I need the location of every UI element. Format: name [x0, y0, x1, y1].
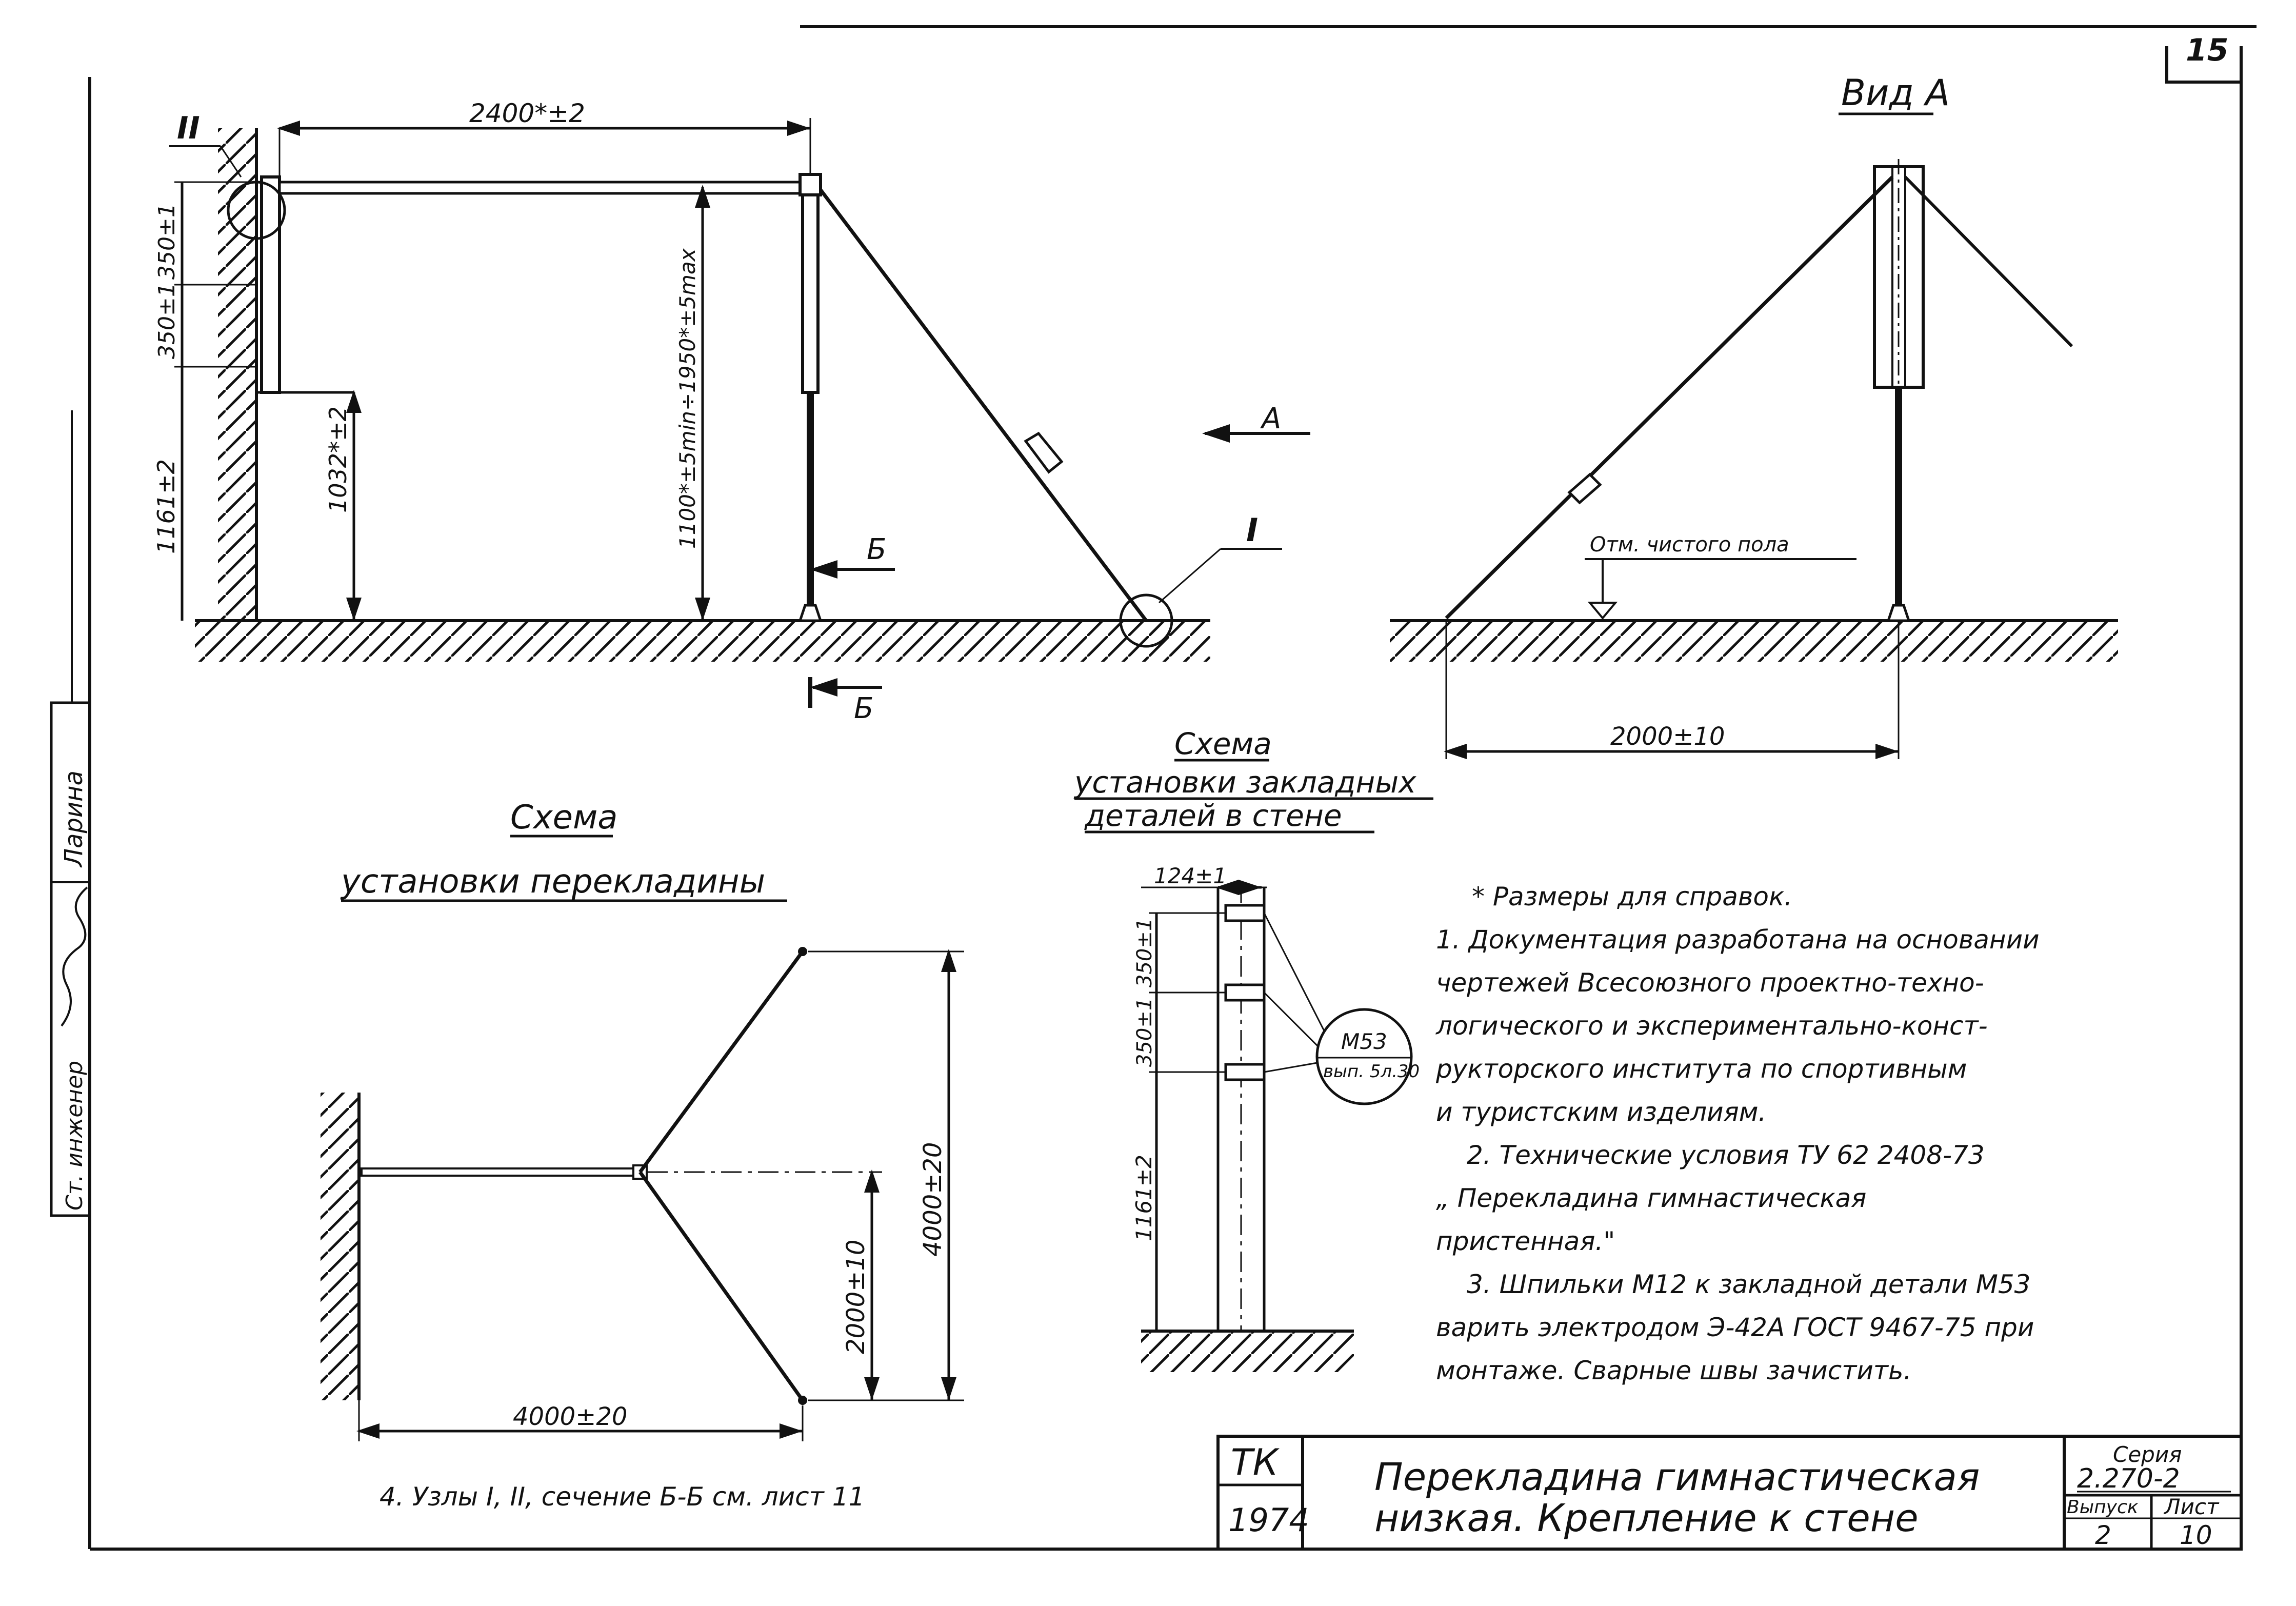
note-line: монтаже. Сварные швы зачистить. [1436, 1356, 1911, 1385]
note-line: „ Перекладина гимнастическая [1436, 1183, 1866, 1213]
view-a-post-base [1886, 604, 1911, 622]
embed-dim-lower: 1161±2 [1131, 1155, 1156, 1241]
view-a-right-cable [1904, 175, 2073, 348]
main-elevation-view: 2400*±2 350±1 350±1 1161±2 1032*±2 1100*… [152, 98, 1310, 725]
note-line: и туристским изделиям. [1436, 1097, 1766, 1127]
embed-callout-top: М53 [1341, 1029, 1387, 1054]
view-a-floor-hatch [1390, 621, 2118, 662]
stamp-position: Ст. инженер [62, 1061, 88, 1211]
dim-bar: 1032*±2 [324, 406, 352, 513]
section-label-bottom: Б [854, 692, 873, 725]
embed-plate-1 [1224, 904, 1266, 922]
floor-hatch [195, 621, 1210, 662]
stamp-name: Ларина [59, 770, 88, 868]
note-line: 1. Документация разработана на основании [1436, 925, 2040, 955]
sheet-frame [88, 25, 2257, 1551]
dim-top: 2400*±2 [469, 98, 585, 128]
note-line: логического и экспериментально-конст- [1435, 1011, 1988, 1041]
view-a-dim-bottom: 2000±10 [1610, 722, 1725, 751]
sheet-label: Лист [2163, 1494, 2220, 1519]
note-line: пристенная." [1436, 1226, 1615, 1256]
plan-brace-top [638, 950, 804, 1174]
embed-scheme: Схема установки закладных деталей в стен… [1073, 726, 1433, 1372]
dim-upper-2: 350±1 [154, 283, 180, 359]
post-upper [801, 181, 820, 394]
note-line: * Размеры для справок. [1472, 882, 1792, 911]
embed-floor-hatch [1141, 1331, 1354, 1372]
node-label-2: II [177, 110, 200, 146]
plan-dim-width: 4000±20 [919, 1142, 947, 1257]
note-line: 2. Технические условия ТУ 62 2408-73 [1467, 1140, 1985, 1170]
embed-dim-upper-2: 350±1 [1133, 998, 1156, 1067]
notes-block: * Размеры для справок. 1. Документация ра… [1435, 882, 2040, 1385]
series-value: 2.270-2 [2077, 1463, 2180, 1494]
issue-label: Выпуск [2067, 1497, 2139, 1518]
note-line: чертежей Всесоюзного проектно-техно- [1436, 968, 1984, 998]
embed-callout [1315, 1008, 1413, 1105]
sheet-value: 10 [2180, 1520, 2212, 1550]
post-base [798, 604, 823, 622]
series-label: Серия [2113, 1442, 2182, 1467]
page-number: 15 [2186, 32, 2229, 68]
title-year: 1974 [1228, 1501, 1309, 1539]
view-a-turnbuckle [1567, 472, 1602, 505]
dim-height: 1100*±5min÷1950*±5max [675, 248, 700, 549]
embed-title-3: деталей в стене [1084, 798, 1342, 833]
title-block: ТК 1974 Перекладина гимнастическая низка… [1216, 1435, 2243, 1551]
plan-scheme: Схема установки перекладины 4000±20 2000… [321, 799, 964, 1441]
org-code: ТК [1231, 1441, 1280, 1483]
note-line: рукторского института по спортивным [1435, 1054, 1967, 1084]
view-a-title: Вид А [1841, 72, 1950, 114]
node-circle-1 [1119, 593, 1173, 648]
note-line: 3. Шпильки М12 к закладной детали М53 [1467, 1270, 2031, 1299]
side-stamp: Ст. инженер Ларина [50, 410, 91, 1217]
section-label-top: Б [867, 533, 886, 566]
arrow-view-label: А [1260, 402, 1281, 435]
title-line-2: низкая. Крепление к стене [1374, 1496, 1919, 1540]
plan-wall-hatch [321, 1093, 359, 1400]
issue-value: 2 [2095, 1520, 2111, 1550]
title-line-1: Перекладина гимнастическая [1374, 1455, 1980, 1499]
dim-upper-1: 350±1 [154, 203, 180, 280]
plan-dim-span: 4000±20 [513, 1402, 627, 1431]
floor-label: Отм. чистого пола [1590, 533, 1789, 557]
plan-title-1: Схема [510, 799, 617, 837]
embed-plate-3 [1224, 1063, 1266, 1081]
wall-hatch [218, 128, 256, 621]
view-a-left-cable [1445, 175, 1894, 620]
embed-dim-offset: 124±1 [1154, 863, 1227, 888]
stamp-signature [61, 886, 88, 1027]
note-line: варить электродом Э-42А ГОСТ 9467-75 при [1436, 1313, 2034, 1342]
node-label-1: I [1246, 511, 1258, 549]
plan-title-2: установки перекладины [340, 863, 765, 901]
view-a: Вид А Отм. чистого пола 2000±10 [1390, 72, 2118, 759]
embed-title-2: установки закладных [1073, 765, 1416, 800]
horizontal-bar [278, 181, 804, 195]
embed-title-1: Схема [1174, 726, 1272, 761]
plan-brace-bottom [638, 1171, 804, 1402]
dim-lower: 1161±2 [152, 459, 180, 554]
plan-bar [361, 1167, 637, 1177]
guy-cable [819, 188, 1148, 622]
embed-dim-upper-1: 350±1 [1133, 918, 1156, 987]
turnbuckle [1024, 431, 1064, 474]
wall-bracket [260, 175, 281, 394]
plan-dim-half: 2000±10 [842, 1240, 870, 1354]
embed-callout-bottom: вып. 5л.30 [1323, 1061, 1420, 1082]
embed-plate-2 [1224, 983, 1266, 1002]
note-4: 4. Узлы I, II, сечение Б-Б см. лист 11 [380, 1482, 865, 1512]
